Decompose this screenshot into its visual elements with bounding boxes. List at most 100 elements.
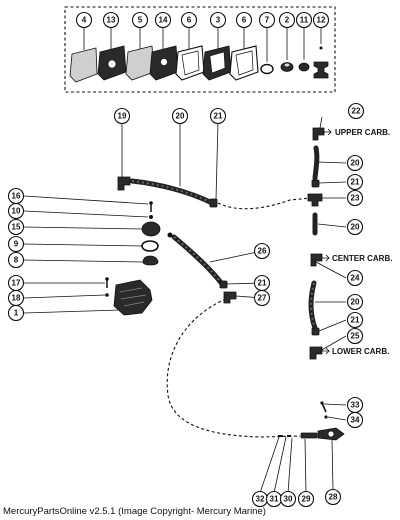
callout-21: 21 <box>209 107 227 125</box>
svg-text:10: 10 <box>12 207 21 216</box>
callout-22: 22 <box>347 102 365 120</box>
leader-lines <box>23 116 347 494</box>
callout-18: 18 <box>7 289 25 307</box>
svg-text:6: 6 <box>242 16 247 25</box>
svg-text:18: 18 <box>12 294 21 303</box>
callout-21: 21 <box>346 173 364 191</box>
svg-text:32: 32 <box>256 495 265 504</box>
callout-4: 4 <box>75 11 93 29</box>
carb-labels: UPPER CARB. CENTER CARB. LOWER CARB. <box>322 128 392 356</box>
callout-10: 10 <box>7 202 25 220</box>
callout-11: 11 <box>295 11 313 29</box>
svg-text:30: 30 <box>284 495 293 504</box>
callout-24: 24 <box>346 269 364 287</box>
callout-15: 15 <box>7 218 25 236</box>
svg-text:20: 20 <box>351 159 360 168</box>
callout-6: 6 <box>180 11 198 29</box>
copyright-footer: MercuryPartsOnline v2.5.1 (Image Copyrig… <box>3 506 266 517</box>
callout-34: 34 <box>346 411 364 429</box>
svg-text:7: 7 <box>265 16 270 25</box>
callout-5: 5 <box>131 11 149 29</box>
carb-fittings <box>307 127 325 360</box>
o-ring-part <box>260 63 274 75</box>
callout-32: 32 <box>251 490 269 508</box>
hose-clamp-part <box>209 198 218 208</box>
upper-carb-label: UPPER CARB. <box>335 128 390 137</box>
svg-text:33: 33 <box>351 401 360 410</box>
callout-2: 2 <box>278 11 296 29</box>
callout-21: 21 <box>253 274 271 292</box>
callout-20: 20 <box>346 218 364 236</box>
callout-31: 31 <box>265 490 283 508</box>
callout-23: 23 <box>346 189 364 207</box>
pump-cover-part <box>69 47 98 83</box>
callout-30: 30 <box>279 490 297 508</box>
callout-20: 20 <box>346 154 364 172</box>
svg-text:20: 20 <box>176 112 185 121</box>
fitting-part <box>313 61 329 79</box>
inlet-fitting-assembly <box>278 401 345 441</box>
svg-text:16: 16 <box>12 192 21 201</box>
lower-carb-label: LOWER CARB. <box>332 347 389 356</box>
callout-20: 20 <box>171 107 189 125</box>
svg-text:6: 6 <box>187 16 192 25</box>
tee-fitting-part <box>223 291 237 304</box>
svg-text:20: 20 <box>351 298 360 307</box>
svg-text:21: 21 <box>351 178 360 187</box>
diaphragm-part <box>125 45 155 81</box>
svg-text:23: 23 <box>351 194 360 203</box>
svg-text:5: 5 <box>138 16 143 25</box>
carb-tee-fitting-part <box>307 193 323 207</box>
svg-text:34: 34 <box>351 416 360 425</box>
screw-part <box>319 46 323 50</box>
svg-text:26: 26 <box>258 247 267 256</box>
filter-gasket-part <box>141 240 159 252</box>
center-carb-label: CENTER CARB. <box>332 254 392 263</box>
callout-1: 1 <box>7 304 25 322</box>
callout-7: 7 <box>258 11 276 29</box>
callout-14: 14 <box>154 11 172 29</box>
svg-text:13: 13 <box>107 16 116 25</box>
fuel-line-routing <box>166 197 312 438</box>
svg-text:3: 3 <box>216 16 221 25</box>
callout-12: 12 <box>312 11 330 29</box>
washer-part <box>149 215 153 219</box>
check-valve-part <box>280 62 294 72</box>
callout-25: 25 <box>346 327 364 345</box>
svg-text:25: 25 <box>351 332 360 341</box>
svg-text:11: 11 <box>300 16 309 25</box>
svg-text:12: 12 <box>317 16 326 25</box>
callout-13: 13 <box>102 11 120 29</box>
retainer-part <box>298 62 310 72</box>
svg-text:17: 17 <box>12 279 21 288</box>
svg-text:9: 9 <box>14 240 19 249</box>
svg-text:2: 2 <box>285 16 290 25</box>
filter-cover-part <box>141 221 161 237</box>
callout-33: 33 <box>346 396 364 414</box>
svg-text:14: 14 <box>159 16 168 25</box>
fuel-pump-assembly <box>105 176 237 316</box>
fuel-pump-body-part <box>113 279 153 316</box>
callout-28: 28 <box>324 488 342 506</box>
callout-26: 26 <box>253 242 271 260</box>
callout-21: 21 <box>346 311 364 329</box>
svg-text:22: 22 <box>352 107 361 116</box>
svg-text:8: 8 <box>14 256 19 265</box>
gasket-part-a <box>175 45 205 81</box>
callout-19: 19 <box>113 107 131 125</box>
svg-text:27: 27 <box>258 294 267 303</box>
svg-text:15: 15 <box>12 223 21 232</box>
svg-text:21: 21 <box>351 316 360 325</box>
svg-text:28: 28 <box>329 493 338 502</box>
svg-text:21: 21 <box>214 112 223 121</box>
callout-17: 17 <box>7 274 25 292</box>
elbow-fitting-part <box>117 176 131 191</box>
callout-9: 9 <box>7 235 25 253</box>
svg-text:31: 31 <box>270 495 279 504</box>
callout-29: 29 <box>297 490 315 508</box>
svg-text:24: 24 <box>351 274 360 283</box>
callouts: 4 13 5 14 6 3 6 7 2 11 12 19 20 21 22 16… <box>7 11 365 508</box>
svg-text:20: 20 <box>351 223 360 232</box>
callout-27: 27 <box>253 289 271 307</box>
